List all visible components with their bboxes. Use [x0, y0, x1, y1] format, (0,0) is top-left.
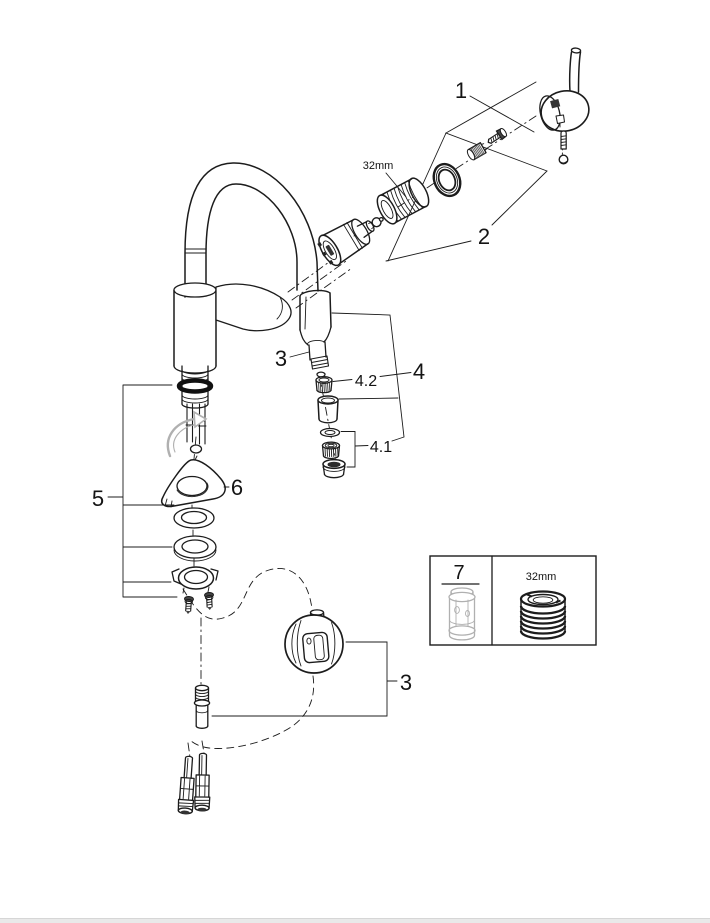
hose-weight: [284, 609, 344, 674]
thread-adapter: [376, 177, 430, 225]
mounting-shank: [176, 365, 214, 454]
callout-labels: 1 2 3 4 4.2 4.1 5 6 7 3 32mm 32mm: [92, 78, 556, 695]
handle-ball: [558, 154, 569, 165]
supply-hose-right: [194, 752, 211, 812]
hose-ball-end: [189, 444, 203, 454]
rotation-arrow-icon: [166, 410, 208, 458]
washer-lower: [173, 535, 217, 562]
page-bottom-edge: [0, 918, 710, 923]
handle-dome: [539, 47, 590, 132]
callout-6-label: 6: [231, 475, 243, 500]
callout-4-1-label: 4.1: [370, 439, 392, 456]
group-frame-lines: [385, 81, 548, 262]
kit-cartridge: [448, 587, 476, 641]
pullout-hose-dashed-path: [182, 568, 315, 749]
aerator-insert: [321, 441, 341, 460]
handle-screw: [487, 127, 507, 144]
aerator-cap: [322, 458, 346, 479]
supply-hose-left: [177, 755, 195, 815]
washer-upper: [173, 507, 215, 529]
retainer-nut: [466, 142, 488, 161]
callout-4-2-label: 4.2: [355, 373, 377, 390]
callout-3-spout-label: 3: [275, 346, 287, 371]
callout-1-label: 1: [455, 78, 467, 103]
callout-7-label: 7: [453, 562, 464, 584]
explode-axis-lines: [187, 113, 565, 758]
cartridge-housing-boss: [215, 283, 292, 332]
callout-2-label: 2: [478, 224, 490, 249]
dimension-box-ring-label: 32mm: [526, 571, 557, 583]
faucet-body: [173, 162, 319, 374]
mounting-screws: [184, 591, 214, 614]
shank-o-ring: [176, 378, 214, 394]
callout-3-hose-label: 3: [400, 670, 412, 695]
callout-leader-lines: [107, 172, 412, 717]
dimension-adapter-label: 32mm: [363, 160, 394, 172]
kit-thread-ring: [519, 590, 567, 640]
callout-5-label: 5: [92, 486, 104, 511]
seal-ring: [432, 162, 462, 198]
check-valve-part: [315, 376, 333, 394]
callout-4-label: 4: [413, 359, 425, 384]
service-kit-box: [429, 555, 597, 646]
spray-wand: [299, 289, 332, 378]
mounting-clamp: [171, 566, 219, 594]
hose-connector: [193, 684, 211, 729]
aerator-washer: [319, 427, 341, 438]
handle-pin: [560, 130, 567, 150]
spray-housing-cylinder: [317, 395, 339, 424]
stabilizer-plate: [161, 455, 226, 508]
supply-hoses: [177, 752, 211, 815]
cartridge: [317, 216, 384, 267]
